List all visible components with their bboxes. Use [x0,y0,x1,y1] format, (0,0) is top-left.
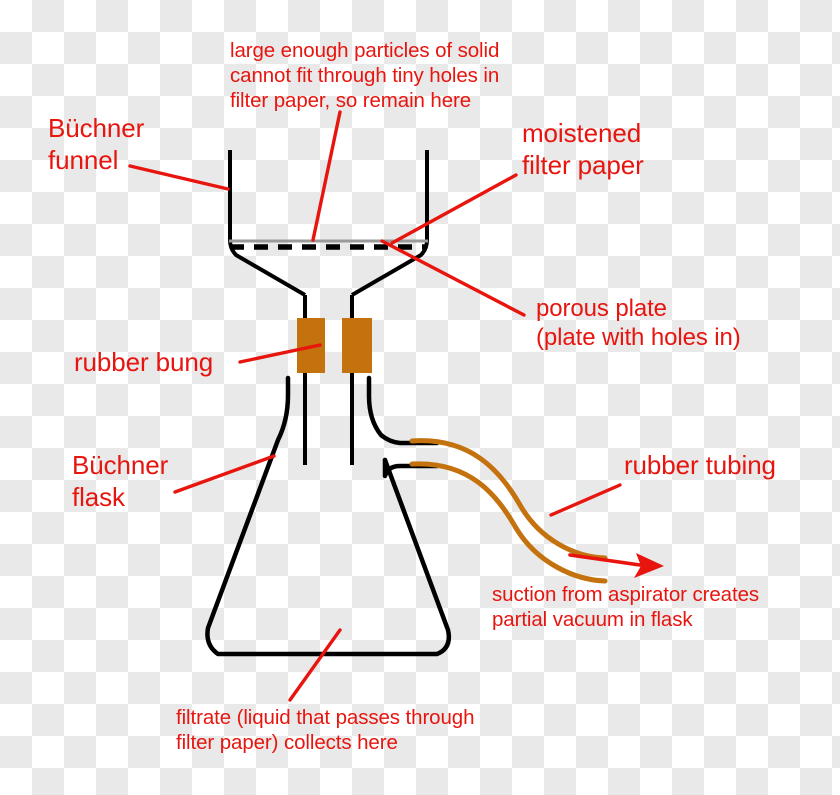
rubber-bung [297,318,372,373]
label-suction: suction from aspirator creates partial v… [492,583,760,631]
rubber-tubing-lower-wall [409,461,608,584]
leader-rubber-bung [238,343,322,364]
flask-outline-left [205,375,452,657]
buchner-flask [205,375,452,657]
label-porous-plate: porous plate (plate with holes in) [536,295,741,352]
label-buchner-funnel: Büchner funnel [48,113,145,175]
leader-solid-particles [311,110,342,242]
flask-shoulder-right [366,375,440,446]
label-moistened-filter-paper: moistened filter paper [522,118,644,180]
leader-buchner-flask [173,454,276,494]
rubber-bung-left-block [297,318,315,373]
leader-porous-plate [380,239,526,317]
leader-moistened-filter-paper [390,173,518,245]
annotation-leader-lines [128,110,622,702]
label-buchner-flask: Büchner flask [72,450,169,512]
leader-filtrate [288,628,342,702]
leader-buchner-funnel [128,164,230,191]
label-solid-particles: large enough particles of solid cannot f… [230,39,500,112]
leader-rubber-tubing [549,483,622,517]
suction-arrow-shaft [568,553,642,567]
label-rubber-tubing: rubber tubing [624,450,776,480]
suction-arrow-head [634,553,664,578]
flask-side-arm-lower [382,457,440,479]
rubber-tubing-upper-wall [409,438,608,561]
rubber-tubing [409,438,608,584]
suction-arrow [568,553,664,578]
label-rubber-bung: rubber bung [74,347,214,377]
rubber-bung-right-block [342,318,372,373]
label-filtrate: filtrate (liquid that passes through fil… [176,706,475,754]
